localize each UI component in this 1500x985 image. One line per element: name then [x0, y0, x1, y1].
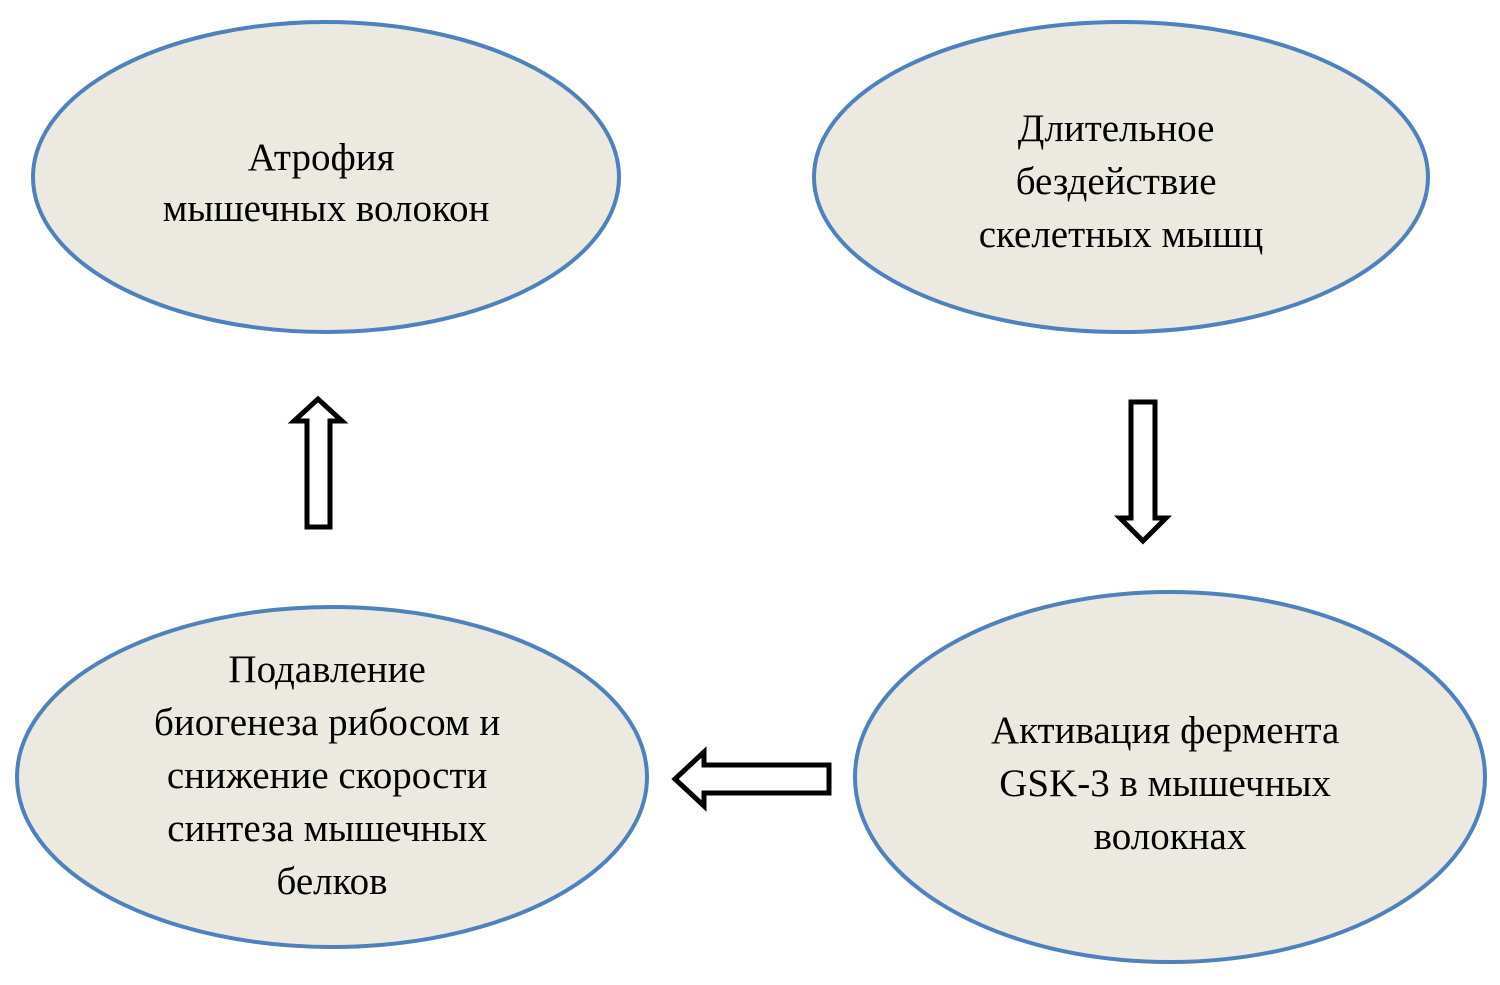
node-atrophy-label: Атрофия мышечных волокон — [163, 136, 490, 230]
node-gsk3-line-1: Активация фермента — [991, 709, 1339, 752]
node-suppression-line-5: белков — [277, 860, 388, 903]
node-suppression-line-1: Подавление — [228, 648, 425, 691]
node-gsk3-line-3: волокнах — [1094, 815, 1247, 858]
node-inactivity-shape — [812, 20, 1430, 334]
node-suppression-shape — [15, 605, 649, 949]
node-inactivity: Длительное бездействие скелетных мышц — [812, 20, 1430, 334]
node-suppression: Подавление биогенеза рибосом и снижение … — [15, 605, 649, 949]
node-atrophy: Атрофия мышечных волокон — [31, 20, 621, 334]
arrow-left-icon — [671, 746, 832, 812]
node-gsk3-line-2: GSK-3 в мышечных — [999, 762, 1331, 805]
arrow-down-icon — [1113, 399, 1173, 545]
node-suppression-line-3: снижение скорости — [167, 754, 488, 797]
node-gsk3-shape — [853, 590, 1487, 964]
node-inactivity-line-1: Длительное — [1018, 107, 1215, 150]
node-gsk3-label: Активация фермента GSK-3 в мышечных воло… — [991, 709, 1349, 858]
node-suppression-line-4: синтеза мышечных — [167, 807, 487, 850]
node-atrophy-shape — [31, 20, 621, 334]
node-inactivity-line-3: скелетных мышц — [979, 213, 1264, 256]
node-atrophy-line-2: мышечных волокон — [163, 187, 490, 230]
node-atrophy-line-1: Атрофия — [248, 136, 395, 179]
node-inactivity-label: Длительное бездействие скелетных мышц — [979, 107, 1264, 256]
arrow-up-icon — [287, 395, 349, 530]
node-suppression-label: Подавление биогенеза рибосом и снижение … — [154, 648, 510, 903]
node-suppression-line-2: биогенеза рибосом и — [154, 701, 500, 744]
node-inactivity-line-2: бездействие — [1016, 160, 1217, 203]
node-gsk3: Активация фермента GSK-3 в мышечных воло… — [853, 590, 1487, 964]
